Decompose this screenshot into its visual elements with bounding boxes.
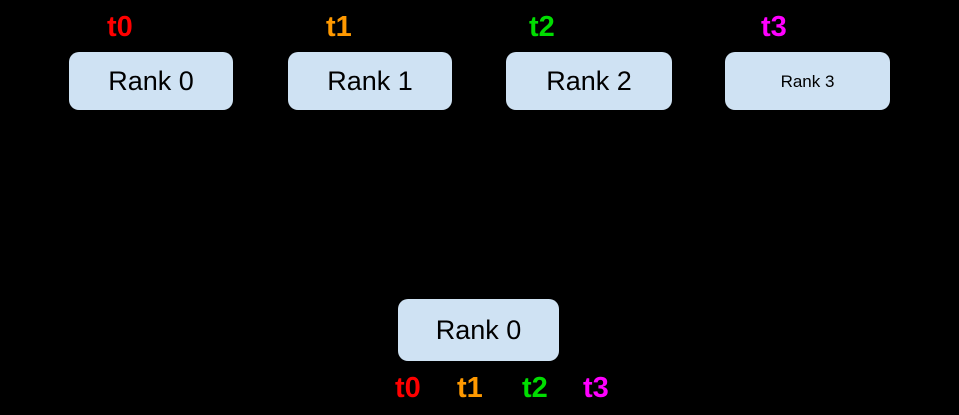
thread-label-t3: t3 bbox=[761, 11, 787, 43]
rank-box-2: Rank 2 bbox=[506, 52, 672, 110]
rank-box-0: Rank 0 bbox=[69, 52, 233, 110]
thread-label-t2: t2 bbox=[529, 11, 555, 43]
bottom-thread-label-t3: t3 bbox=[583, 372, 609, 404]
rank-box-1: Rank 1 bbox=[288, 52, 452, 110]
bottom-thread-label-t2: t2 bbox=[522, 372, 548, 404]
bottom-rank-box-0: Rank 0 bbox=[398, 299, 559, 361]
bottom-thread-label-t0: t0 bbox=[395, 372, 421, 404]
thread-label-t1: t1 bbox=[326, 11, 352, 43]
thread-label-t0: t0 bbox=[107, 11, 133, 43]
rank-box-3: Rank 3 bbox=[725, 52, 890, 110]
bottom-thread-label-t1: t1 bbox=[457, 372, 483, 404]
